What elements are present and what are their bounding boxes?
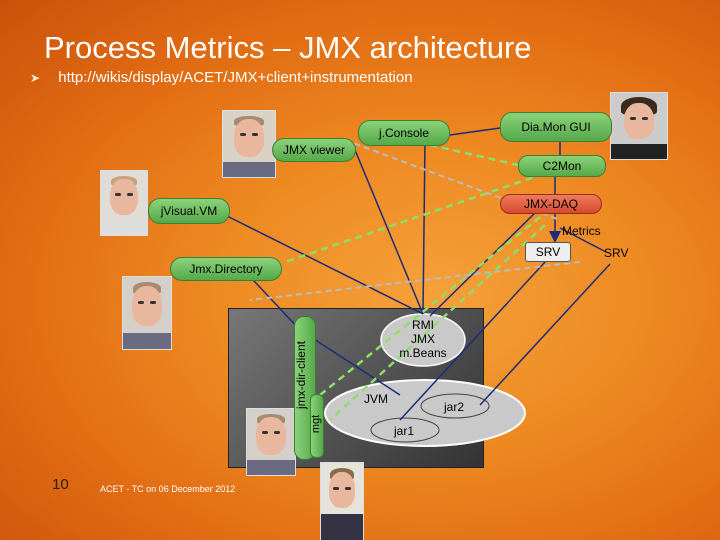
metrics-label: Metrics <box>562 224 601 238</box>
person-photo-dia-mon <box>610 92 668 160</box>
slide-number: 10 <box>52 476 69 493</box>
mgt-label: mgt <box>310 414 322 434</box>
rmi-label: RMI JMX m.Beans <box>399 318 447 360</box>
jvisualvm-node: jVisual.VM <box>148 198 230 224</box>
footer-text: ACET - TC on 06 December 2012 <box>100 484 236 494</box>
jar1-ellipse <box>370 417 440 443</box>
srv-node-2: SRV <box>604 246 629 260</box>
jmx-dir-client-label: jmx-dir-client <box>294 341 308 410</box>
person-photo-jmx-client <box>246 408 296 476</box>
jar1-label: jar1 <box>394 424 415 438</box>
person-photo-jvisualvm <box>100 170 148 236</box>
jar2-label: jar2 <box>444 400 465 414</box>
jmx-directory-node: Jmx.Directory <box>170 257 282 281</box>
bullet-link[interactable]: ➤ http://wikis/display/ACET/JMX+client+i… <box>30 69 413 86</box>
person-photo-bottom <box>320 462 364 540</box>
mgt-bar <box>310 394 324 458</box>
jconsole-node: j.Console <box>358 120 450 146</box>
person-photo-jmx-viewer <box>222 110 276 178</box>
person-photo-jmx-directory <box>122 276 172 350</box>
jmx-daq-node: JMX-DAQ <box>500 194 602 214</box>
jvm-label: JVM <box>364 392 388 406</box>
dia-mon-gui-node: Dia.Mon GUI <box>500 112 612 142</box>
srv-node-1: SRV <box>525 242 571 262</box>
slide-title: Process Metrics – JMX architecture <box>44 30 532 65</box>
jmx-viewer-node: JMX viewer <box>272 138 356 162</box>
c2mon-node: C2Mon <box>518 155 606 177</box>
jar2-ellipse <box>420 393 490 419</box>
bullet-arrow-icon: ➤ <box>30 71 41 85</box>
wiki-link[interactable]: http://wikis/display/ACET/JMX+client+ins… <box>58 69 413 86</box>
